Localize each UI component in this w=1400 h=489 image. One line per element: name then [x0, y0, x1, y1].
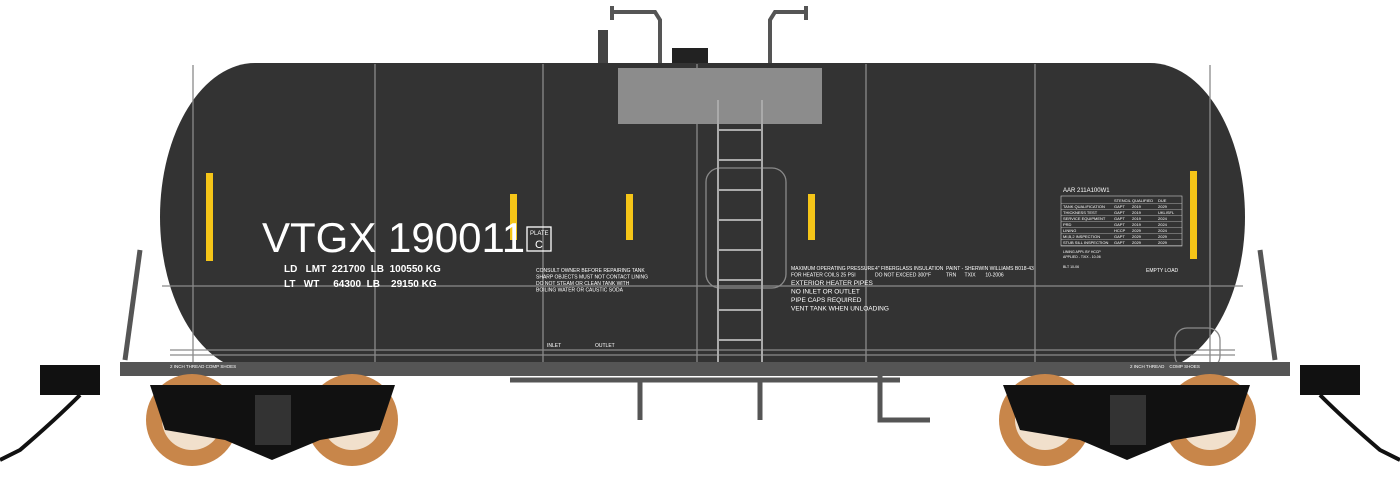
thread-note-left: 2 INCH THREAD COMP SHOES [170, 364, 236, 369]
dome-handrails [610, 6, 808, 90]
outlet-label: OUTLET [595, 343, 615, 349]
notice-line: BOILING WATER OR CAUSTIC SODA [536, 288, 624, 294]
table-cell: GAPT [1114, 240, 1125, 245]
table-cell: GAPT [1114, 216, 1125, 221]
truck-right [999, 374, 1256, 466]
notice-line: VENT TANK WHEN UNLOADING [791, 306, 889, 313]
table-cell: UKLISFL [1158, 210, 1175, 215]
table-cell: 2024 [1158, 222, 1168, 227]
insulation-notice: 4" FIBERGLASS INSULATION DO NOT EXCEED 3… [875, 266, 944, 279]
center-sill [120, 362, 1290, 376]
coupler-left [0, 365, 100, 462]
table-header: STENCIL [1114, 198, 1132, 203]
table-cell: MI,B,2 INSPECTION [1063, 234, 1100, 239]
table-cell: TANK QUALIFICATION [1063, 204, 1105, 209]
tank-seams [162, 64, 1243, 370]
plate-label: PLATE [530, 231, 549, 237]
table-cell: 2029 [1158, 240, 1168, 245]
table-cell: GAPT [1114, 204, 1125, 209]
dome-platform [618, 68, 822, 124]
spec-label: AAR 211A100W1 [1063, 188, 1110, 194]
table-cell: 2029 [1132, 228, 1142, 233]
pressure-notice: MAXIMUM OPERATING PRESSURE FOR HEATER CO… [791, 266, 875, 279]
thread-note-right: 2 INCH THREAD COMP SHOES [1130, 364, 1200, 369]
table-cell: 2019 [1132, 204, 1142, 209]
consult-notice: CONSULT OWNER BEFORE REPAIRING TANK SHAR… [536, 268, 648, 294]
lining-note: APPLIED - TXIX - 10-06 [1063, 255, 1101, 259]
ladder [717, 100, 763, 368]
table-cell: 2024 [1158, 216, 1168, 221]
plate-box [526, 226, 552, 252]
notice-line: CONSULT OWNER BEFORE REPAIRING TANK [536, 268, 645, 274]
notice-line: 4" FIBERGLASS INSULATION [875, 266, 944, 272]
pipes [122, 249, 1278, 423]
table-header: DUE [1158, 198, 1167, 203]
tank-body [160, 63, 1245, 371]
truck-left [146, 374, 398, 466]
table-cell: 2029 [1158, 234, 1168, 239]
yellow-stripes [206, 171, 1197, 261]
table-cell: 2019 [1132, 222, 1142, 227]
paint-notice: PAINT - SHERWIN WILLIAMS B018-43 TRN TXI… [946, 266, 1034, 279]
notice-line: MAXIMUM OPERATING PRESSURE [791, 266, 875, 272]
notice-line: DO NOT EXCEED 300°F [875, 273, 931, 279]
table-cell: 2029 [1158, 204, 1168, 209]
table-cell: 2029 [1132, 234, 1142, 239]
table-cell: THICKNESS TEST [1063, 210, 1098, 215]
plate-letter: C [535, 239, 543, 251]
table-cell: 2019 [1132, 216, 1142, 221]
inlet-label: INLET [547, 343, 561, 349]
table-cell: LINING [1063, 228, 1076, 233]
table-cell: 2024 [1158, 228, 1168, 233]
notice-line: DO NOT STEAM OR CLEAN TANK WITH [536, 281, 630, 287]
notice-line: PAINT - SHERWIN WILLIAMS B018-43 [946, 266, 1034, 272]
load-limit: LD LMT 221700 LB 100550 KG [284, 264, 441, 275]
safety-valve [598, 30, 608, 64]
table-cell: GAPT [1114, 234, 1125, 239]
table-cell: GAPT [1114, 222, 1125, 227]
empty-load-label: EMPTY LOAD [1146, 268, 1179, 274]
table-cell: PRD [1063, 222, 1072, 227]
light-weight: LT WT 64300 LB 29150 KG [284, 279, 437, 290]
built-note: BLT 10-06 [1063, 265, 1079, 269]
notice-line: EXTERIOR HEATER PIPES [791, 280, 874, 287]
table-cell: GAPT [1114, 210, 1125, 215]
table-cell: SERVICE EQUIPMENT [1063, 216, 1106, 221]
table-cell: 2029 [1132, 240, 1142, 245]
table-cell: 2019 [1132, 210, 1142, 215]
notice-line: PIPE CAPS REQUIRED [791, 297, 862, 304]
table-cell: STUB SILL INSPECTION [1063, 240, 1109, 245]
notice-line: SHARP OBJECTS MUST NOT CONTACT LINING [536, 275, 648, 281]
heater-notice: EXTERIOR HEATER PIPES NO INLET OR OUTLET… [791, 280, 889, 313]
notice-line: TRN TXIX 10-2006 [946, 273, 1004, 279]
table-header: QUALIFIED [1132, 198, 1153, 203]
lining-note: LINING APPL BY HCCP [1063, 250, 1101, 254]
notice-line: NO INLET OR OUTLET [791, 289, 860, 296]
notice-line: FOR HEATER COILS 25 PSI [791, 273, 856, 279]
coupler-right [1300, 365, 1400, 462]
table-cell: HCCP [1114, 228, 1126, 233]
reporting-mark: VTGX 190011 [262, 214, 525, 261]
